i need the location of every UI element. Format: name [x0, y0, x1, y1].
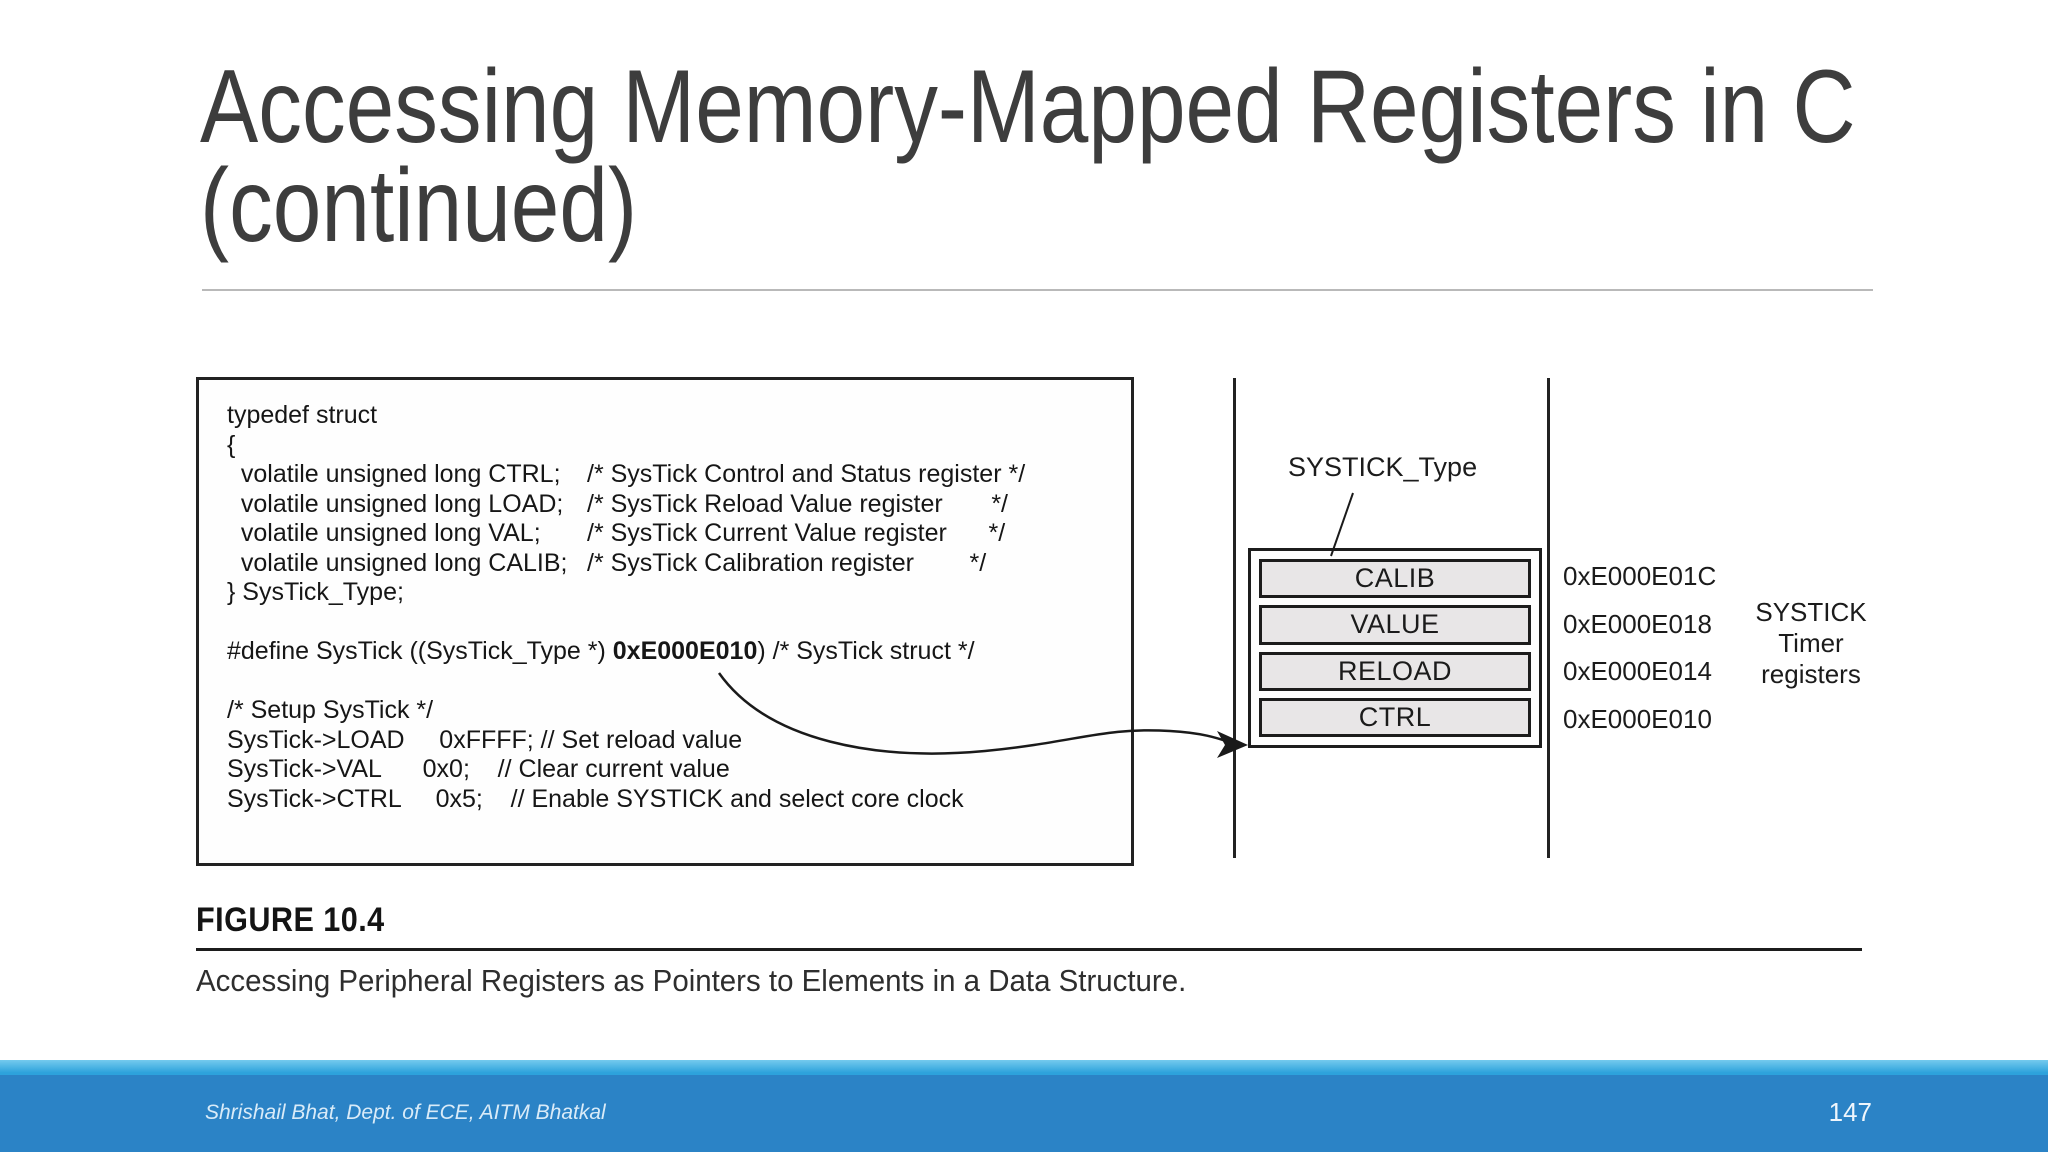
code-line: SysTick->VAL 0x0; // Clear current value: [227, 755, 730, 783]
register-address: 0xE000E010: [1563, 704, 1712, 735]
side-label-line: SYSTICK: [1755, 597, 1867, 627]
code-line: volatile unsigned long VAL;/* SysTick Cu…: [227, 519, 1006, 547]
figure-caption: Accessing Peripheral Registers as Pointe…: [196, 963, 1187, 998]
register-row-ctrl: CTRL: [1259, 697, 1531, 737]
title-line-1: Accessing Memory-Mapped Registers in C: [200, 49, 1856, 165]
code-line: [227, 667, 1131, 697]
figure-number: FIGURE 10.4: [196, 901, 385, 939]
code-line: volatile unsigned long CALIB;/* SysTick …: [227, 548, 987, 577]
struct-type-label: SYSTICK_Type: [1288, 452, 1478, 482]
code-line: [227, 608, 1131, 638]
code-listing-box: typedef struct{ volatile unsigned long C…: [196, 377, 1134, 866]
memory-column-line-left: [1233, 378, 1236, 858]
caption-divider: [196, 948, 1862, 951]
code-line: #define SysTick ((SysTick_Type *) 0xE000…: [227, 637, 975, 665]
code-comment: /* SysTick Calibration register */: [587, 548, 987, 577]
page-number: 147: [1828, 1097, 1872, 1127]
title-line-2: (continued): [200, 148, 638, 264]
code-line: /* Setup SysTick */: [227, 696, 434, 724]
code-comment: /* SysTick Current Value register */: [587, 519, 1006, 547]
code-line: volatile unsigned long LOAD;/* SysTick R…: [227, 489, 1008, 518]
side-label-line: registers: [1761, 659, 1861, 689]
register-row-calib: CALIB: [1259, 559, 1531, 599]
code-line: } SysTick_Type;: [227, 578, 404, 606]
footer-accent-strip: [0, 1060, 2048, 1075]
code-comment: /* SysTick Reload Value register */: [587, 489, 1008, 518]
side-label-line: Timer: [1778, 628, 1844, 658]
memory-column-line-right: [1547, 378, 1550, 858]
page-title: Accessing Memory-Mapped Registers in C(c…: [200, 55, 1856, 258]
code-line: {: [227, 430, 236, 459]
register-row-reload: RELOAD: [1259, 651, 1531, 691]
struct-label-leader-line: [1330, 492, 1354, 557]
title-divider: [202, 289, 1873, 291]
code-line: typedef struct: [227, 401, 378, 429]
register-stack: CALIB VALUE RELOAD CTRL: [1248, 548, 1542, 748]
register-address: 0xE000E014: [1563, 656, 1712, 687]
register-row-value: VALUE: [1259, 605, 1531, 645]
footer-credit: Shrishail Bhat, Dept. of ECE, AITM Bhatk…: [205, 1101, 606, 1124]
register-address-column: 0xE000E01C 0xE000E018 0xE000E014 0xE000E010: [1563, 548, 1723, 748]
code-line: SysTick->CTRL 0x5; // Enable SYSTICK and…: [227, 784, 964, 813]
footer-band: [0, 1075, 2048, 1152]
code-line: SysTick->LOAD 0xFFFF; // Set reload valu…: [227, 725, 743, 754]
register-address: 0xE000E01C: [1563, 560, 1717, 591]
register-address: 0xE000E018: [1563, 608, 1712, 639]
code-line: volatile unsigned long CTRL;/* SysTick C…: [227, 460, 1026, 488]
code-comment: /* SysTick Control and Status register *…: [587, 460, 1026, 488]
